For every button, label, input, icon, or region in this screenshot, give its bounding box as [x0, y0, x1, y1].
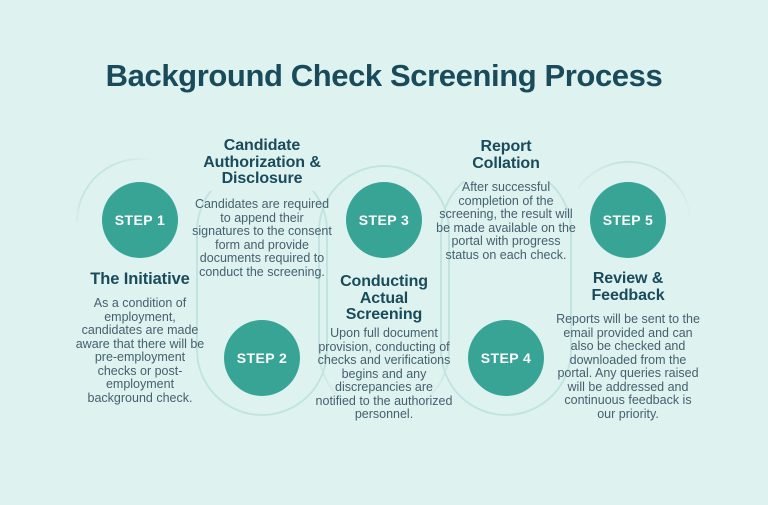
step-1-heading: The Initiative — [90, 270, 190, 288]
page-title: Background Check Screening Process — [105, 58, 663, 93]
step-3-circle: STEP 3 — [346, 182, 422, 258]
step-5-description: Reports will be sent to the email provid… — [556, 312, 700, 421]
step-4-circle: STEP 4 — [468, 320, 544, 396]
step-1-description: As a condition of employment, candidates… — [75, 296, 205, 405]
step-2-heading: Candidate Authorization & Disclosure — [203, 137, 321, 187]
capsule-outline-step3 — [318, 165, 450, 416]
line-mask-step4-heading — [460, 137, 552, 181]
step-4-description: After successful completion of the scree… — [436, 180, 576, 262]
arc-step5 — [577, 160, 691, 217]
step-5-heading: Review & Feedback — [591, 270, 665, 304]
step-3-label: STEP 3 — [358, 212, 410, 228]
step-5-label: STEP 5 — [602, 212, 654, 228]
step-1-label: STEP 1 — [114, 212, 166, 228]
arc-step1 — [75, 157, 153, 223]
step-3-description: Upon full document provision, conducting… — [315, 326, 453, 421]
step-2-label: STEP 2 — [236, 350, 288, 366]
step-3-heading: Conducting Actual Screening — [340, 273, 428, 323]
step-2-circle: STEP 2 — [224, 320, 300, 396]
line-mask-step2-heading — [210, 137, 314, 191]
step-4-heading: Report Collation — [472, 138, 540, 172]
step-4-label: STEP 4 — [480, 350, 532, 366]
step-1-circle: STEP 1 — [102, 182, 178, 258]
step-5-circle: STEP 5 — [590, 182, 666, 258]
step-2-description: Candidates are required to append their … — [192, 197, 332, 279]
